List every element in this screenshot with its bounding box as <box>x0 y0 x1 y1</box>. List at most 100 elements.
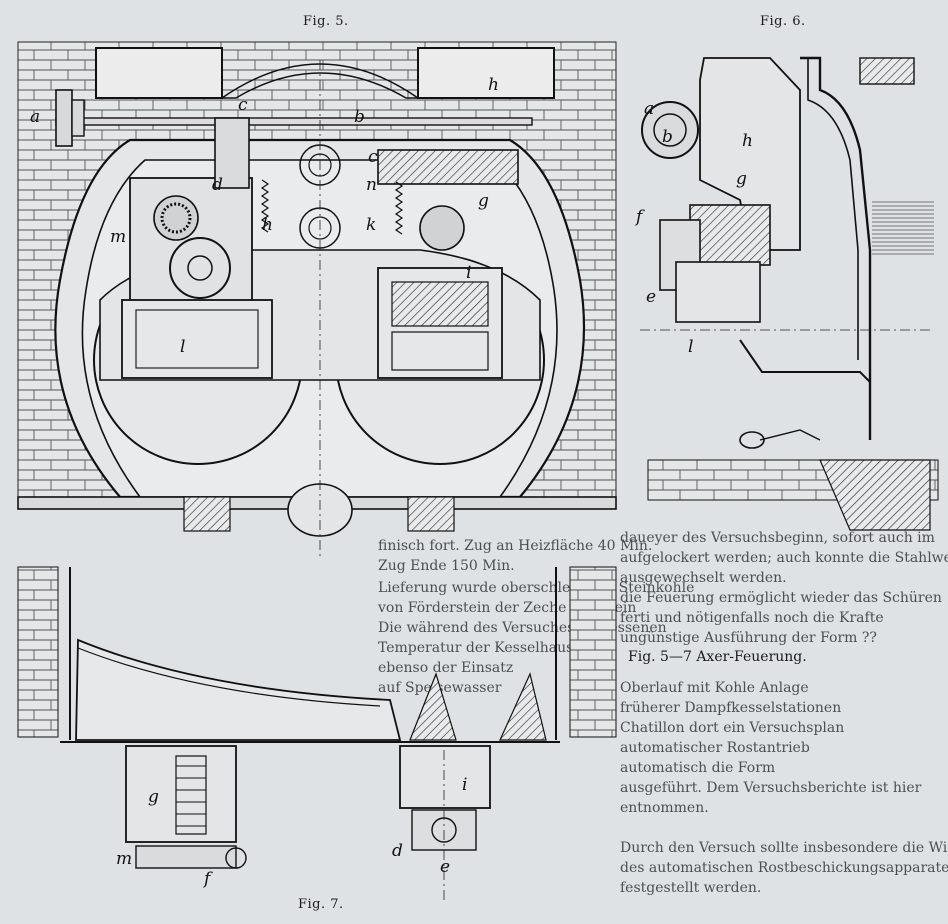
part-label-h: h <box>262 215 273 235</box>
fig7-label-d: d <box>392 841 403 861</box>
fig7-scale-ticks <box>176 765 206 827</box>
fig7-scale <box>175 755 207 835</box>
bg-line: ausgewechselt werden. <box>620 570 787 586</box>
bg-line: Temperatur der Kesselhaus <box>378 640 574 656</box>
part-label-d: d <box>212 175 223 195</box>
bg-line: früherer Dampfkesselstationen <box>620 700 842 716</box>
fig6-drive-wheel <box>641 101 699 159</box>
bg-line: ebenso der Einsatz <box>378 660 514 676</box>
stone-block-left <box>95 47 223 99</box>
feed-chute <box>391 281 489 327</box>
fig7-wall-left <box>17 566 59 738</box>
bg-line: des automatischen Rostbeschickungsappara… <box>620 860 948 876</box>
figure-7: g i d m f e <box>17 566 617 900</box>
top-arch <box>219 63 421 99</box>
fig7-grate-plate <box>75 638 402 741</box>
bg-line: Chatillon dort ein Versuchsplan <box>620 720 845 736</box>
fig6-label-e: e <box>646 287 656 307</box>
fig6-handle <box>739 431 765 449</box>
part-label-c: c <box>238 95 248 115</box>
foundation-right <box>407 496 455 532</box>
bg-line: automatischer Rostantrieb <box>620 740 810 756</box>
fig7-wall-right <box>569 566 617 738</box>
spring <box>260 179 270 233</box>
fig7-baffle-right <box>499 672 547 741</box>
figure-caption: Fig. 5—7 Axer-Feuerung. <box>628 649 807 665</box>
bg-line: ferti und nötigenfalls noch die Krafte <box>620 610 884 626</box>
bg-line: ausgeführt. Dem Versuchsberichte ist hie… <box>620 780 922 796</box>
bg-line: festgestellt werden. <box>620 880 762 896</box>
bg-line: entnommen. <box>620 800 709 816</box>
fig6-label-g: g <box>736 169 747 189</box>
fig6-water-level <box>872 200 934 256</box>
fig6-label-b: b <box>662 127 673 147</box>
fig7-label-e: e <box>440 857 450 877</box>
fig6-grate <box>739 339 871 383</box>
fig6-floor-hatch <box>819 459 931 531</box>
foundation-left <box>183 496 231 532</box>
fig6-label-f: f <box>634 207 645 227</box>
fig6-lever <box>759 429 821 441</box>
fig6-boiler-wall <box>800 56 872 440</box>
cam-hub <box>187 255 213 281</box>
bg-line: finisch fort. Zug an Heizfläche 40 Min. <box>378 538 653 554</box>
fig7-label-f: f <box>202 869 213 889</box>
right-gear-wheel <box>419 205 465 251</box>
fig7-right-mechanism <box>399 745 491 809</box>
bg-line: Durch den Versuch sollte insbesondere di… <box>620 840 948 856</box>
pulley-hub <box>71 99 85 137</box>
bg-line: Oberlauf mit Kohle Anlage <box>620 680 809 696</box>
fig6-label-a: a <box>644 99 654 119</box>
stay-tube <box>308 216 332 240</box>
figure-6-label: Fig. 6. <box>760 14 806 29</box>
fig7-label-i: i <box>462 775 467 795</box>
fig6-feeder-body <box>689 204 771 266</box>
fig7-label-g: g <box>148 787 159 807</box>
part-label-b: b <box>354 107 365 127</box>
pulley <box>55 89 73 147</box>
drive-shaft <box>55 117 533 126</box>
part-label-l: l <box>180 337 185 357</box>
stone-block-right <box>417 47 555 99</box>
bg-line: automatisch die Form <box>620 760 776 776</box>
figure-5: a b c c d h k m n g i l h <box>17 41 617 560</box>
left-firedoor-panel <box>135 309 259 369</box>
fig6-firedoor <box>675 261 761 323</box>
spring <box>394 181 404 235</box>
left-firedoor <box>121 299 273 379</box>
part-label-h2: h <box>488 75 499 95</box>
fig7-label-m: m <box>116 849 132 869</box>
part-label-g: g <box>478 191 489 211</box>
gearbox <box>214 117 250 189</box>
fig6-top-beam <box>859 57 915 85</box>
cam-wheel <box>169 237 231 299</box>
figure-5-label: Fig. 5. <box>303 14 349 29</box>
bg-line: die Feuerung ermöglicht wieder das Schür… <box>620 590 942 606</box>
ash-door <box>391 331 489 371</box>
gear-wheel <box>153 195 199 241</box>
part-label-m: m <box>110 227 126 247</box>
bg-line: ungünstige Ausführung der Form ?? <box>620 630 877 646</box>
fig7-gear-row <box>135 845 237 869</box>
fig6-wheel-hub <box>653 113 687 147</box>
fig6-label-l: l <box>688 337 693 357</box>
fig7-feeder-box <box>125 745 237 843</box>
coal-hopper <box>377 149 519 185</box>
part-label-c2: c <box>368 147 378 167</box>
fig7-knob <box>225 847 247 869</box>
part-label-a: a <box>30 107 40 127</box>
part-label-i: i <box>466 263 471 283</box>
fig6-boiler-inner <box>807 58 859 360</box>
part-label-k: k <box>366 215 376 235</box>
fig7-grate-line <box>77 647 381 707</box>
bg-line: aufgelockert werden; auch konnte die Sta… <box>620 550 948 566</box>
figure-7-label: Fig. 7. <box>298 897 344 912</box>
bg-line: daueyer des Versuchsbeginn, sofort auch … <box>620 530 935 546</box>
fig7-baffle-left <box>409 672 457 741</box>
bg-line: Zug Ende 150 Min. <box>378 558 515 574</box>
gear-teeth <box>160 202 192 234</box>
part-label-n: n <box>366 175 377 195</box>
figure-6: a b h g f e l <box>634 56 939 531</box>
fig6-label-h: h <box>742 131 753 151</box>
